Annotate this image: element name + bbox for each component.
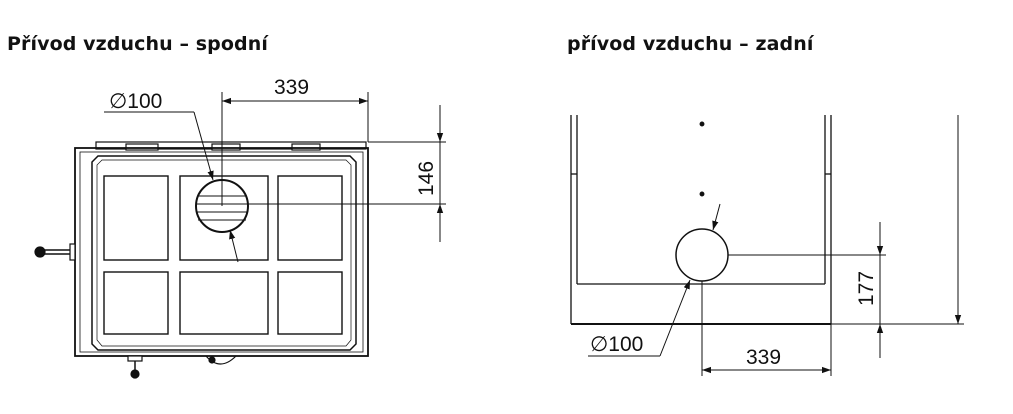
right-vertical-dimension: 177 — [855, 271, 878, 306]
air-intake-opening-rear — [675, 228, 729, 282]
bottom-air-intake-title: Přívod vzduchu – spodní — [7, 33, 268, 55]
left-diameter-label: ∅100 — [109, 90, 162, 113]
left-vertical-dimension: 146 — [415, 161, 438, 196]
right-horizontal-dimension: 339 — [746, 346, 781, 369]
right-diameter-label: ∅100 — [590, 333, 643, 356]
left-dimension-lines — [104, 92, 446, 263]
stove-bottom-view — [34, 141, 369, 379]
rear-air-intake-title: přívod vzduchu – zadní — [567, 33, 814, 55]
right-dimension-lines — [588, 115, 964, 376]
left-horizontal-dimension: 339 — [274, 76, 309, 99]
stove-rear-view — [570, 115, 832, 325]
